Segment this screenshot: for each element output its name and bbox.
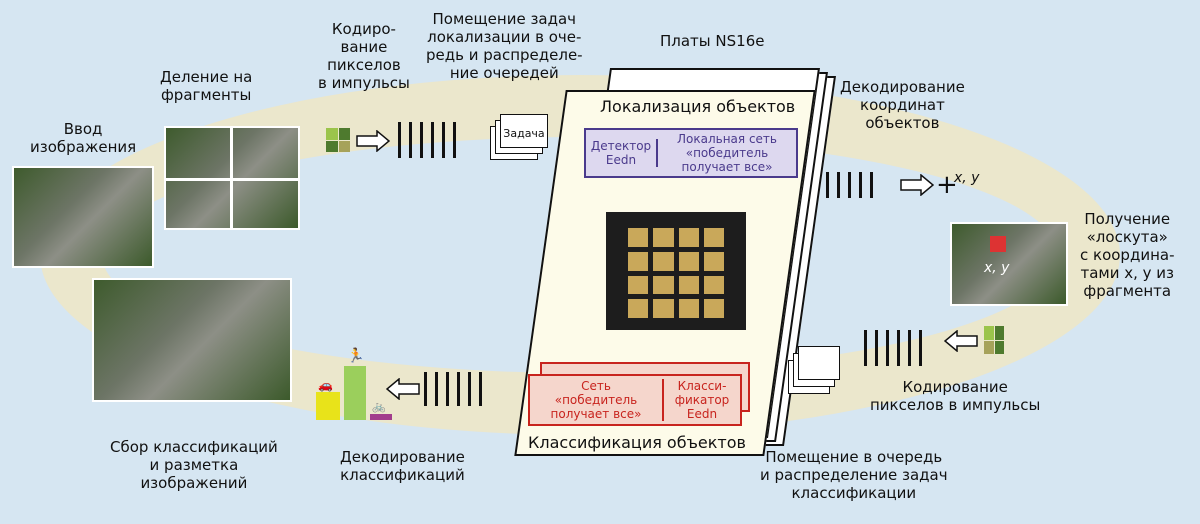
coords-label: x, y	[954, 170, 980, 186]
spike-train-bottom-left	[424, 372, 482, 406]
local-wta-network: Локальная сеть «победитель получает все»	[677, 132, 777, 174]
localization-box: Детектор Eedn Локальная сеть «победитель…	[584, 128, 798, 178]
label-split: Деление на фрагменты	[160, 68, 253, 104]
patch-coords: x, y	[984, 260, 1010, 276]
label-encode-top: Кодиро- вание пикселов в импульсы	[318, 20, 410, 92]
label-queue-bottom: Помещение в очередь и распределение зада…	[760, 448, 948, 502]
label-decode-class: Декодирование классификаций	[340, 448, 465, 484]
truenorth-chip	[606, 212, 746, 330]
car-bar: 🚗	[316, 378, 340, 420]
eedn-detector: Детектор Eedn	[586, 139, 658, 167]
arrow-left-icon	[944, 330, 978, 352]
task-stack-icon	[788, 340, 844, 400]
arrow-right-icon	[356, 130, 390, 152]
label-decode-coords: Декодирование координат объектов	[840, 78, 965, 132]
eedn-classifier: Класси- фикатор Eedn	[674, 379, 730, 421]
spike-train-top	[398, 122, 456, 158]
label-encode-bottom: Кодирование пикселов в импульсы	[870, 378, 1041, 414]
label-collect: Сбор классификаций и разметка изображени…	[110, 438, 278, 492]
pixel-icon	[984, 326, 1004, 354]
spike-train-bottom-right	[864, 330, 922, 366]
fragments-image	[164, 126, 300, 230]
label-queue-top: Помещение задач локализации в оче- редь …	[426, 10, 583, 82]
localization-title: Локализация объектов	[600, 97, 796, 116]
task-stack-icon: Задача	[490, 110, 550, 160]
spike-train-right	[826, 172, 873, 198]
label-input: Ввод изображения	[30, 120, 137, 156]
pedestrian-icon: 🏃	[347, 348, 365, 364]
bicycle-icon: 🚲	[372, 400, 386, 413]
wta-network: Сеть «победитель получает все»	[530, 379, 664, 421]
classification-box: Сеть «победитель получает все» Класси- ф…	[528, 374, 742, 426]
label-boards: Платы NS16e	[660, 32, 765, 50]
input-image	[12, 166, 154, 268]
arrow-right-icon	[900, 174, 934, 196]
classification-title: Классификация объектов	[528, 433, 746, 452]
car-icon: 🚗	[318, 378, 333, 392]
crosshair-icon: +	[936, 170, 958, 200]
pedestrian-bar: 🏃	[344, 348, 366, 420]
bicycle-bar: 🚲	[370, 400, 392, 420]
task-label: Задача	[500, 114, 548, 148]
arrow-left-icon	[386, 378, 420, 400]
annotated-image	[92, 278, 292, 402]
label-patch: Получение «лоскута» с координа- тами x, …	[1080, 210, 1175, 300]
pixel-icon	[326, 128, 350, 152]
patch-image: x, y	[950, 222, 1068, 306]
